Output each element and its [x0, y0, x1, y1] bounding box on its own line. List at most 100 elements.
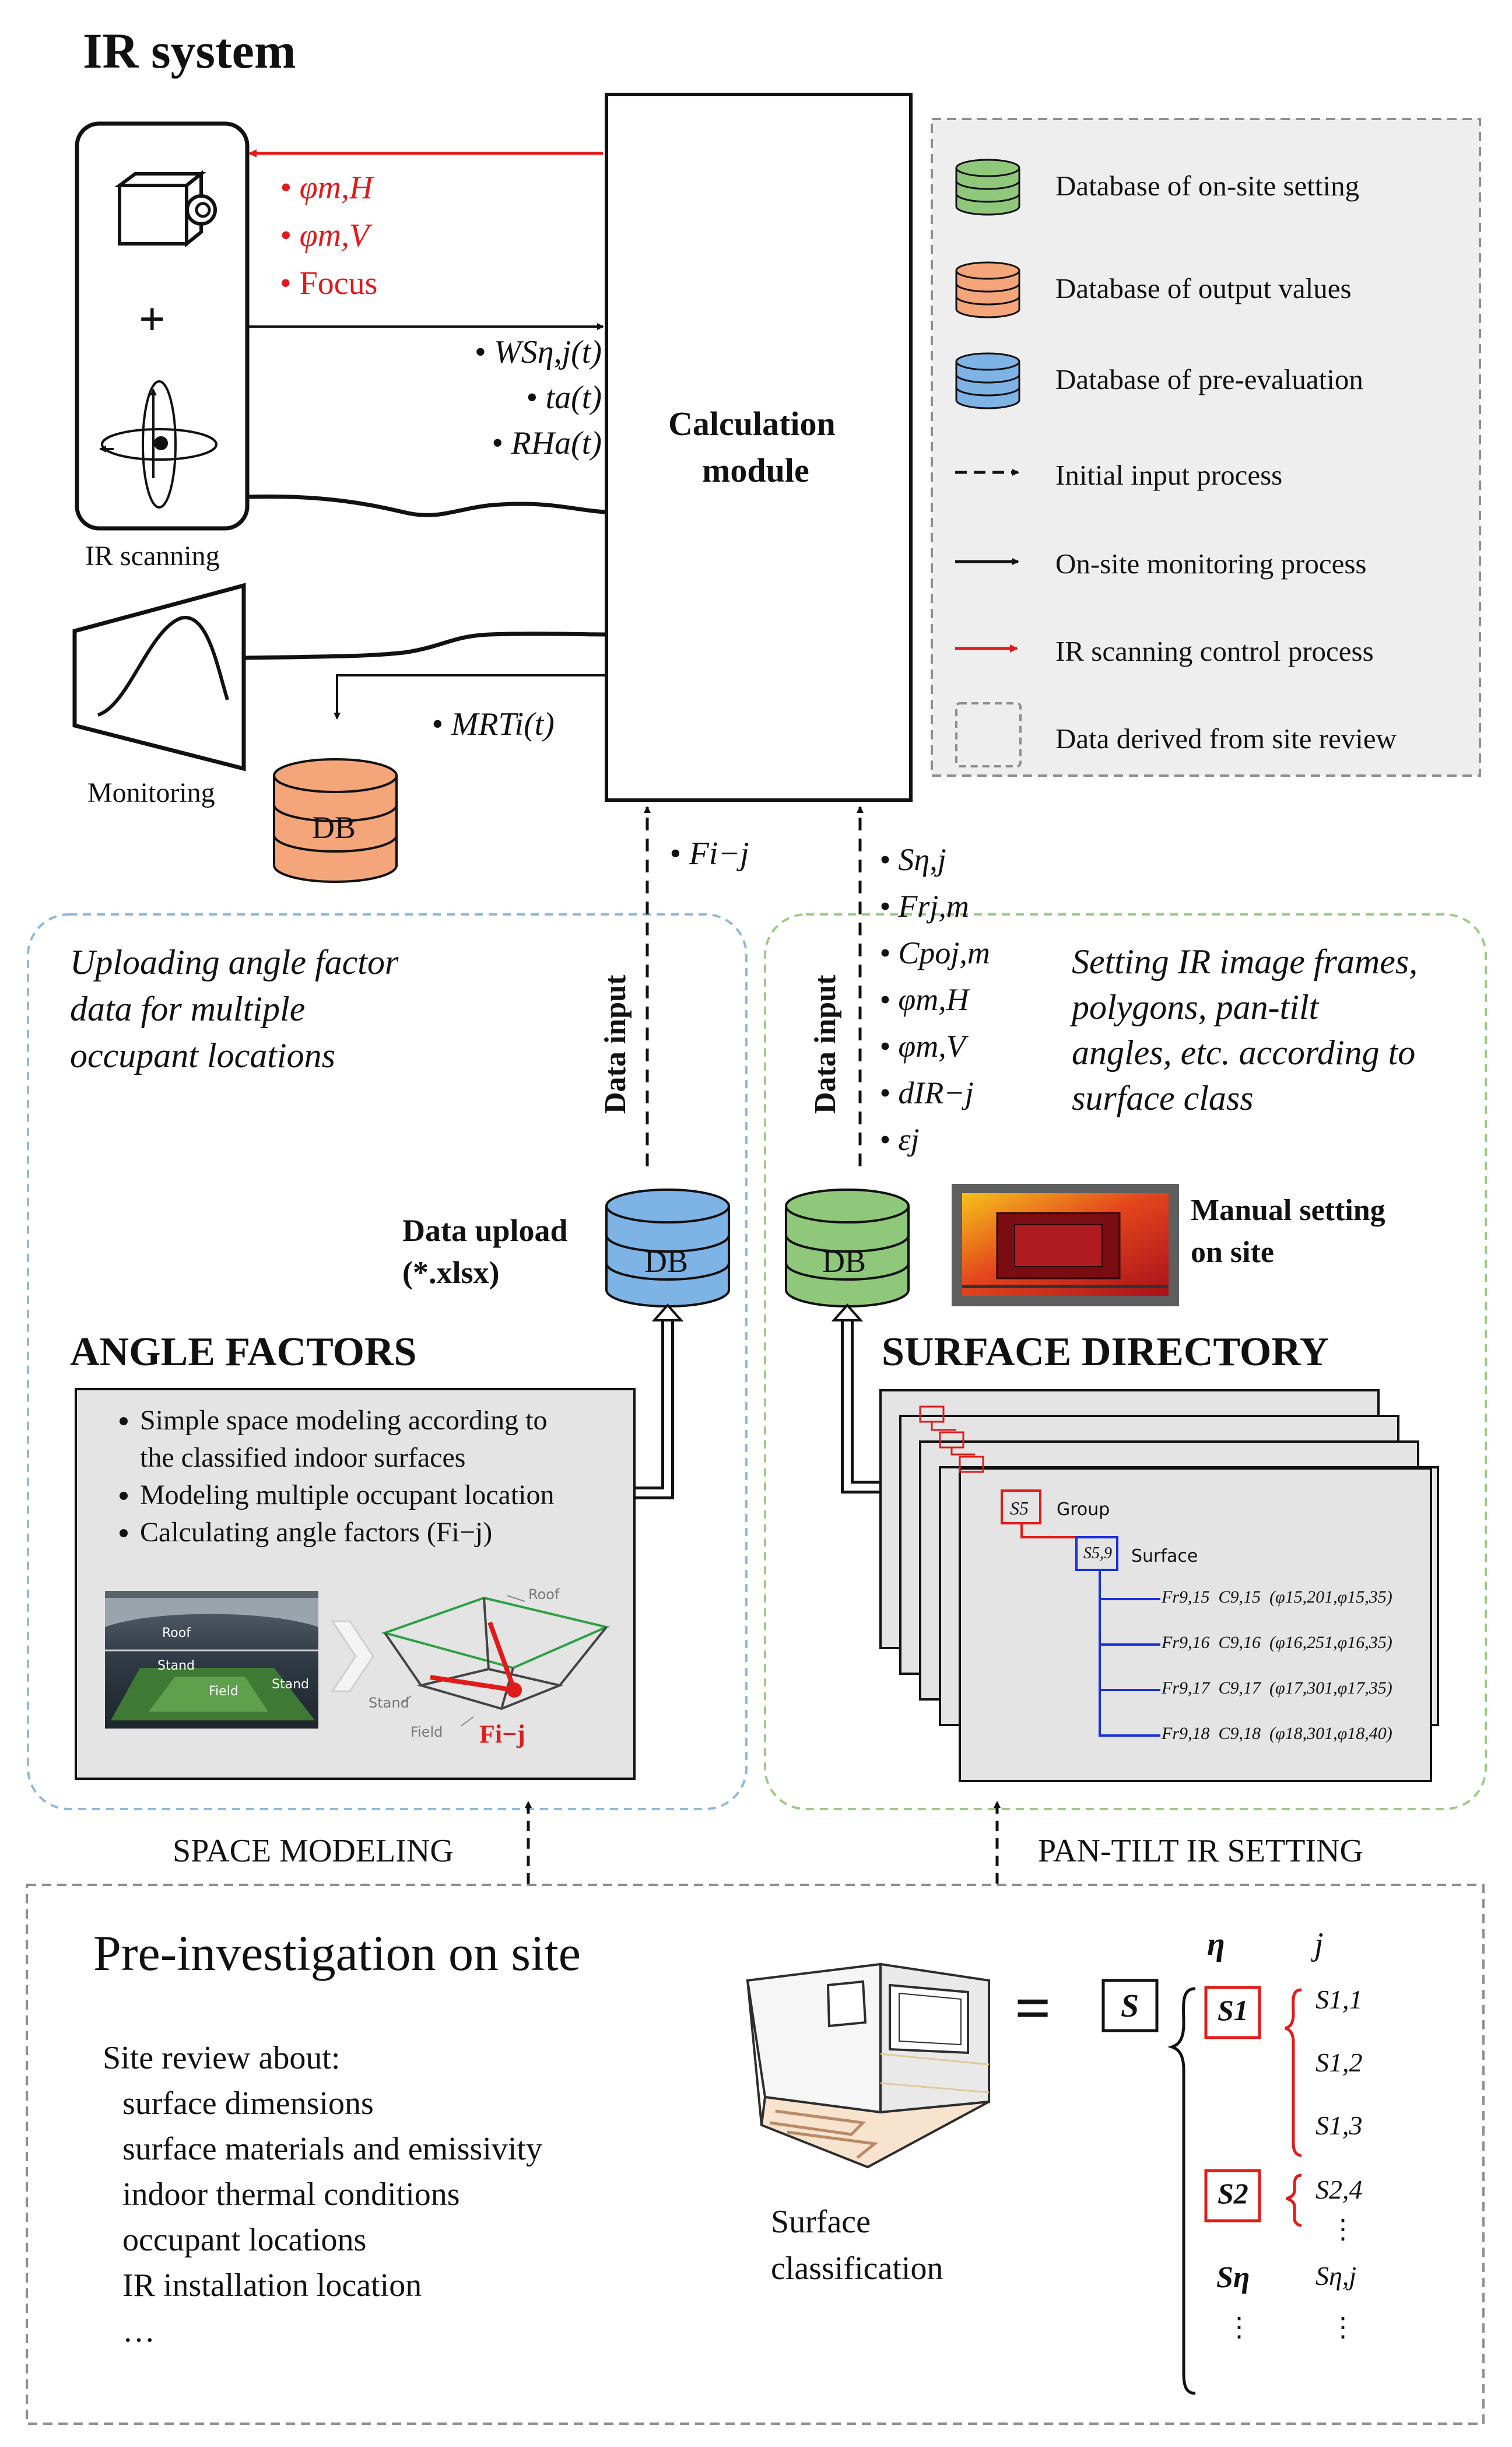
- upload-line-1: Data upload: [402, 1213, 568, 1248]
- angle-bullet-2: the classified indoor surfaces: [140, 1442, 466, 1473]
- calculation-module-label-2: module: [702, 451, 809, 489]
- legend-db-green-icon: [955, 159, 1020, 216]
- right-input-3: • Cpoj,m: [879, 935, 990, 970]
- model-label-field: Field: [411, 1724, 443, 1740]
- data-input-label-right: Data input: [809, 974, 842, 1114]
- stadium-photo: [105, 1591, 318, 1729]
- surface-directory-card: [959, 1467, 1432, 1782]
- surface-desc-4: surface class: [1072, 1079, 1254, 1117]
- group-seta: Sη: [1216, 2261, 1250, 2294]
- review-intro: Site review about:: [103, 2040, 341, 2076]
- site-review-list: Site review about: surface dimensions su…: [103, 2035, 542, 2354]
- red-output-1: • φm,H: [280, 170, 373, 206]
- item-s2-dots: ⋮: [1329, 2214, 1356, 2244]
- legend-label-5: On-site monitoring process: [1055, 548, 1367, 580]
- legend-db-orange-icon: [955, 261, 1020, 318]
- caption-line-2: classification: [771, 2250, 943, 2287]
- photo-label-roof: Roof: [162, 1626, 191, 1640]
- photo-label-stand-2: Stand: [272, 1677, 309, 1692]
- red-output-2: • φm,V: [280, 218, 370, 254]
- eta-dots: ⋮: [1226, 2312, 1253, 2342]
- angle-desc-3: occupant locations: [70, 1036, 335, 1075]
- data-upload-label: Data upload (*.xlsx): [402, 1210, 568, 1293]
- monitoring-inputs: • WSη,j(t) • ta(t) • RHa(t): [449, 334, 602, 462]
- black-input-3: • RHa(t): [491, 425, 602, 461]
- legend-panel: [931, 118, 1481, 777]
- blue-db-label: DB: [644, 1244, 689, 1279]
- legend-db-blue-icon: [955, 352, 1020, 409]
- ir-control-outputs: • φm,H • φm,V • Focus: [280, 169, 377, 302]
- pan-tilt-setting-label: PAN-TILT IR SETTING: [1038, 1833, 1363, 1869]
- space-model-diagram: [381, 1595, 611, 1727]
- legend-label-2: Database of output values: [1055, 272, 1352, 304]
- angle-factors-heading: ANGLE FACTORS: [70, 1330, 417, 1375]
- caption-line-1: Surface: [771, 2204, 871, 2240]
- space-modeling-label: SPACE MODELING: [173, 1833, 454, 1869]
- item-s11: S1,1: [1315, 1985, 1363, 2014]
- upload-line-2: (*.xlsx): [402, 1255, 500, 1290]
- tree-row-2: Fr9,16 C9,16 (φ16,251,φ16,35): [1162, 1633, 1392, 1652]
- thermal-image: [952, 1184, 1179, 1306]
- black-input-2: • ta(t): [525, 380, 602, 416]
- photo-label-field: Field: [209, 1684, 238, 1699]
- angle-desc-2: data for multiple: [70, 990, 306, 1028]
- tree-row-3: Fr9,17 C9,17 (φ17,301,φ17,35): [1162, 1678, 1392, 1698]
- monitoring-label: Monitoring: [87, 777, 215, 808]
- angle-bullet-4: Calculating angle factors (Fi−j): [140, 1514, 653, 1551]
- angle-bullet-1: Simple space modeling according to: [140, 1402, 653, 1439]
- item-seta-j: Sη,j: [1315, 2261, 1357, 2291]
- plus-sign: +: [139, 294, 166, 345]
- s-symbol: S: [1121, 1988, 1139, 2024]
- legend-label-7: Data derived from site review: [1055, 723, 1397, 755]
- ir-scanning-label: IR scanning: [85, 541, 220, 572]
- tree-group-symbol: S5: [1010, 1498, 1029, 1519]
- photo-label-stand: Stand: [157, 1659, 195, 1673]
- manual-line-1: Manual setting: [1191, 1194, 1385, 1227]
- item-s24: S2,4: [1315, 2175, 1363, 2204]
- model-label-roof: Roof: [528, 1586, 560, 1603]
- angle-bullet-3: Modeling multiple occupant location: [140, 1477, 653, 1514]
- tree-row-4: Fr9,18 C9,18 (φ18,301,φ18,40): [1162, 1724, 1392, 1743]
- right-input-7: • εj: [879, 1122, 920, 1157]
- output-db-label: DB: [312, 810, 356, 845]
- model-label-stand: Stand: [369, 1695, 409, 1711]
- review-item-4: occupant locations: [122, 2222, 367, 2258]
- angle-panel-description: Uploading angle factor data for multiple…: [70, 939, 398, 1079]
- red-output-3: • Focus: [280, 265, 378, 302]
- tree-surface-symbol: S5,9: [1083, 1544, 1112, 1562]
- manual-setting-label: Manual setting on site: [1191, 1190, 1385, 1274]
- equals-sign: =: [1015, 1972, 1051, 2043]
- right-input-6: • dIR−j: [879, 1075, 974, 1110]
- right-input-1: • Sη,j: [879, 842, 946, 877]
- right-input-2: • Frj,m: [879, 889, 969, 924]
- angle-desc-1: Uploading angle factor: [70, 943, 399, 981]
- right-input-5: • φm,V: [879, 1029, 966, 1064]
- surface-panel: [764, 913, 1487, 1810]
- item-s12: S1,2: [1315, 2048, 1363, 2077]
- green-db-label: DB: [822, 1244, 866, 1279]
- pre-investigation-panel: [26, 1884, 1485, 2425]
- pan-tilt-icon: [99, 380, 217, 509]
- review-item-1: surface dimensions: [122, 2085, 374, 2122]
- angle-bullets: Simple space modeling according to the c…: [93, 1402, 653, 1551]
- right-input-4: • φm,H: [879, 982, 969, 1017]
- legend-dashed-box-icon: [955, 702, 1022, 767]
- tree-group-label: Group: [1057, 1499, 1110, 1520]
- surface-classification-caption: Surface classification: [771, 2199, 943, 2292]
- camera-icon: [114, 170, 217, 248]
- group-s2: S2: [1218, 2177, 1248, 2210]
- angle-factor-panel: [27, 913, 748, 1810]
- j-dots: ⋮: [1329, 2312, 1356, 2342]
- group-s1: S1: [1218, 1994, 1248, 2027]
- legend-label-4: Initial input process: [1055, 459, 1283, 491]
- tree-row-1: Fr9,15 C9,15 (φ15,201,φ15,35): [1162, 1587, 1392, 1607]
- surface-desc-2: polygons, pan-tilt: [1072, 988, 1319, 1026]
- mrt-input: • MRTi(t): [432, 706, 555, 742]
- j-heading: j: [1314, 1926, 1324, 1962]
- legend-label-6: IR scanning control process: [1055, 635, 1374, 667]
- room-illustration: [746, 1962, 990, 2169]
- surface-desc-1: Setting IR image frames,: [1072, 942, 1418, 981]
- on-site-setting-database-icon: [785, 1189, 910, 1307]
- legend-label-3: Database of pre-evaluation: [1055, 363, 1363, 395]
- calculation-module-label: Calculation: [668, 405, 836, 443]
